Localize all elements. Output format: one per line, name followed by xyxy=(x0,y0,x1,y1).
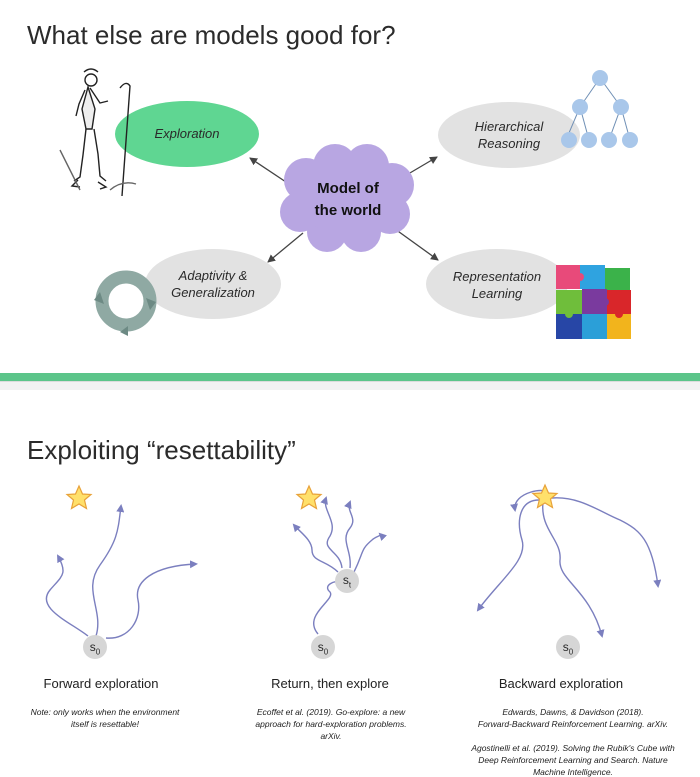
note-line: Deep Reinforcement Learning and Search. … xyxy=(478,755,668,765)
goal-star-icon xyxy=(65,484,93,510)
slide-models: What else are models good for? xyxy=(0,0,700,373)
model-cloud xyxy=(280,144,414,252)
slide-title-2: Exploiting “resettability” xyxy=(27,435,296,465)
path-up xyxy=(92,504,125,637)
slide-resettability: Exploiting “resettability” xyxy=(0,390,700,777)
st-label: st xyxy=(335,573,359,589)
slide-gap xyxy=(0,381,700,390)
representation-node xyxy=(426,249,568,319)
note-line: Agostinelli et al. (2019). Solving the R… xyxy=(471,743,675,753)
backward-note-2: Agostinelli et al. (2019). Solving the R… xyxy=(448,742,698,777)
backward-note: Edwards, Dawns, & Davidson (2018). Forwa… xyxy=(448,706,698,730)
backward-caption: Backward exploration xyxy=(498,676,624,691)
state-subscript: 0 xyxy=(95,647,101,657)
backward-path-2 xyxy=(542,501,605,638)
arrow-to-adaptivity xyxy=(267,232,304,263)
puzzle-icon xyxy=(556,265,631,339)
s0-label-2: s0 xyxy=(311,640,335,656)
slide-divider xyxy=(0,373,700,381)
hiker-icon xyxy=(59,68,137,197)
adaptivity-label-line2: Generalization xyxy=(171,285,255,300)
start-state xyxy=(556,635,580,659)
representation-label-line2: Learning xyxy=(471,286,523,301)
path-left xyxy=(45,554,89,637)
return-caption: Return, then explore xyxy=(271,676,389,691)
backward-path-1 xyxy=(476,499,540,612)
return-panel xyxy=(292,484,388,659)
start-state xyxy=(311,635,335,659)
note-line: itself is resettable! xyxy=(70,719,140,729)
state-subscript: 0 xyxy=(568,647,574,657)
backward-panel xyxy=(476,483,662,659)
state-symbol: s xyxy=(317,640,324,654)
forward-caption: Forward exploration xyxy=(43,676,159,691)
cycle-arrows-icon xyxy=(94,270,157,336)
s0-label-3: s0 xyxy=(556,640,580,656)
state-subscript: t xyxy=(348,580,352,590)
note-line: Note: only works when the environment xyxy=(30,707,180,717)
start-state xyxy=(83,635,107,659)
note-line: Ecoffet et al. (2019). Go-explore: a new xyxy=(256,707,406,717)
forward-panel xyxy=(45,484,198,659)
tree-icon xyxy=(561,70,638,148)
slide-title: What else are models good for? xyxy=(27,20,396,50)
intermediate-state xyxy=(335,569,359,593)
state-subscript: 0 xyxy=(323,647,329,657)
branch-4 xyxy=(353,532,388,573)
representation-label: Representation Learning xyxy=(426,268,568,302)
representation-label-line1: Representation xyxy=(452,269,542,284)
branch-3 xyxy=(344,500,354,569)
arrow-to-representation xyxy=(394,228,439,261)
exploration-label: Exploration xyxy=(154,126,220,141)
adaptivity-label: Adaptivity & Generalization xyxy=(145,267,281,301)
state-symbol: s xyxy=(342,573,349,587)
backward-path-3 xyxy=(551,497,662,588)
hierarchical-node xyxy=(438,102,580,168)
hierarchical-label-line2: Reasoning xyxy=(477,136,541,151)
hierarchical-label: Hierarchical Reasoning xyxy=(438,118,580,152)
note-line: approach for hard-exploration problems. xyxy=(255,719,407,729)
model-label: Model of the world xyxy=(296,178,400,222)
note-line: Edwards, Dawns, & Davidson (2018). xyxy=(502,707,644,717)
state-symbol: s xyxy=(562,640,569,654)
path-right xyxy=(105,560,198,639)
exploration-diagrams xyxy=(45,483,662,659)
s0-label-1: s0 xyxy=(83,640,107,656)
adaptivity-label-line1: Adaptivity & xyxy=(178,268,248,283)
model-label-line2: the world xyxy=(314,202,382,219)
mind-map xyxy=(59,68,638,339)
goal-star-icon xyxy=(531,483,559,509)
note-line: Machine Intelligence. xyxy=(533,767,613,777)
adaptivity-node xyxy=(145,249,281,319)
branch-2 xyxy=(320,496,343,569)
model-label-line1: Model of xyxy=(317,180,379,197)
forward-note: Note: only works when the environment it… xyxy=(0,706,210,730)
state-symbol: s xyxy=(89,640,96,654)
note-line: arXiv. xyxy=(320,731,342,741)
goal-star-icon xyxy=(295,484,323,510)
hierarchical-label-line1: Hierarchical xyxy=(474,119,544,134)
branch-1 xyxy=(292,523,339,573)
return-note: Ecoffet et al. (2019). Go-explore: a new… xyxy=(226,706,436,742)
exploration-node xyxy=(115,101,259,167)
note-line: Forward-Backward Reinforcement Learning.… xyxy=(477,719,669,729)
